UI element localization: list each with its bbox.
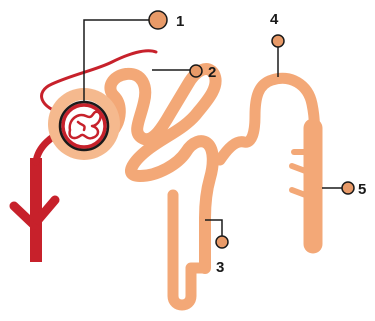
marker-dot-1 <box>149 11 167 29</box>
marker-dot-3 <box>216 236 228 248</box>
ascending-limb <box>220 78 314 160</box>
proximal-convoluted-tubule <box>110 69 215 268</box>
callout-4: 4 <box>270 11 284 77</box>
renal-tubule <box>110 69 314 305</box>
label-1: 1 <box>176 13 184 30</box>
label-2: 2 <box>208 64 216 81</box>
marker-dot-4 <box>272 35 284 47</box>
label-4: 4 <box>270 11 279 28</box>
callout-5: 5 <box>322 181 366 198</box>
label-3: 3 <box>216 259 224 276</box>
marker-dot-5 <box>342 182 354 194</box>
marker-dot-2 <box>190 65 202 77</box>
callout-1: 1 <box>84 11 184 103</box>
label-5: 5 <box>358 181 366 198</box>
